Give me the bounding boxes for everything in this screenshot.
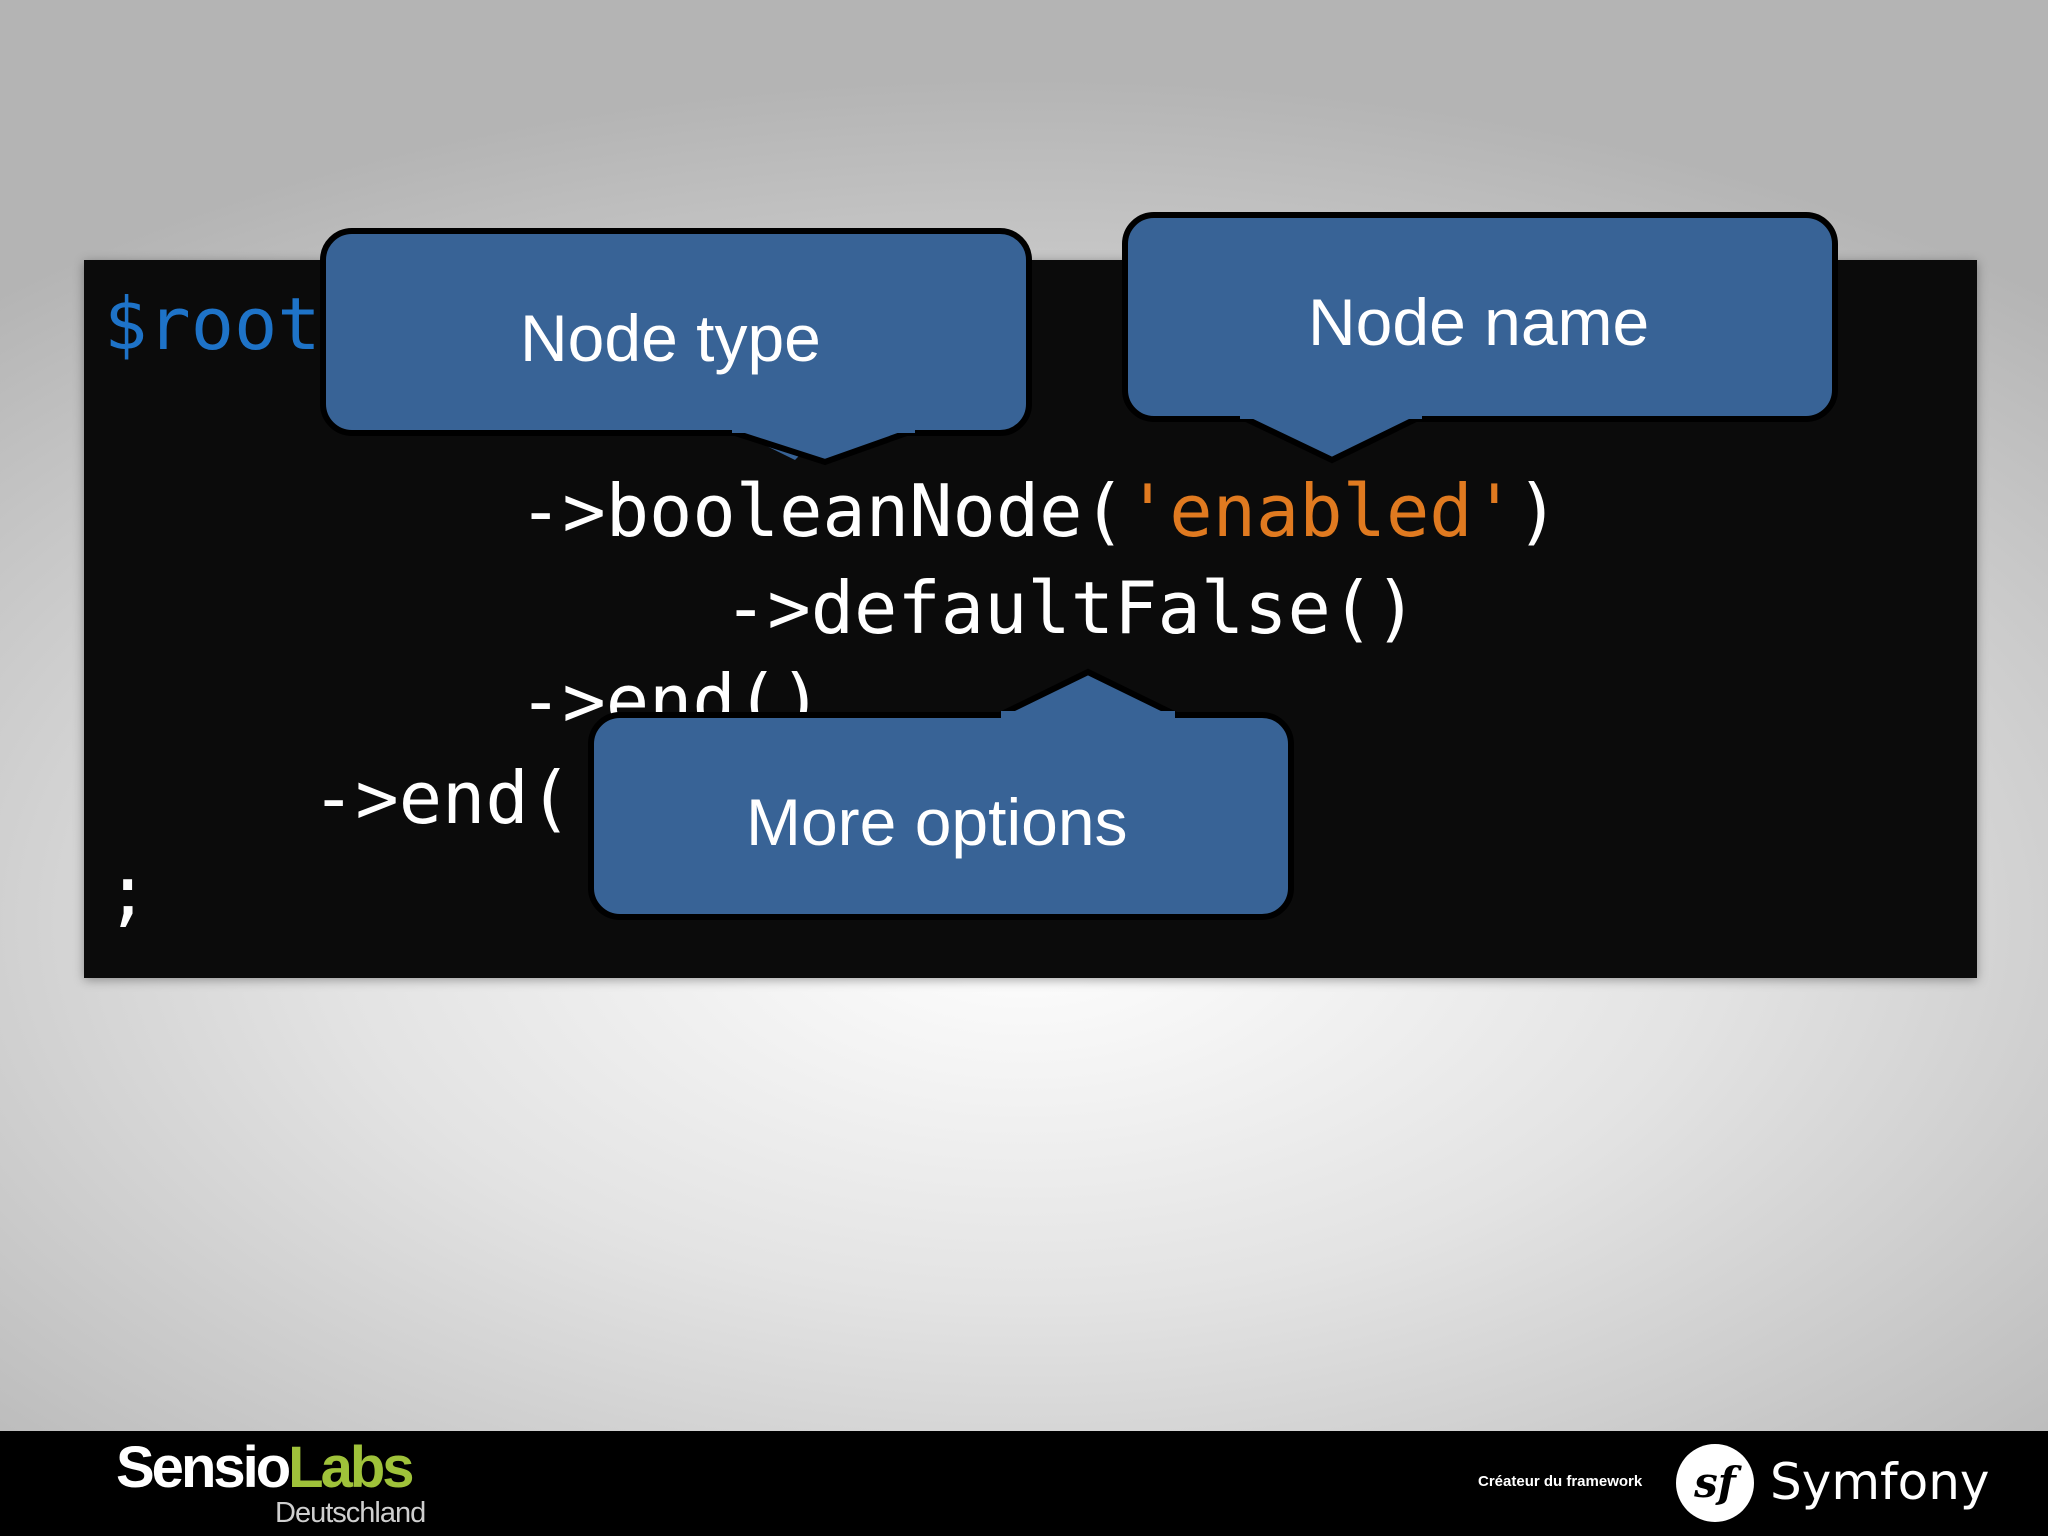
code-method: ->booleanNode(	[519, 469, 1126, 553]
logo-labs-text: Labs	[288, 1435, 414, 1500]
sensiolabs-logo: SensioLabs	[116, 1439, 415, 1497]
callout-label: Node name	[1308, 285, 1650, 359]
code-line-root: $root	[104, 288, 321, 360]
callout-box	[1122, 212, 1838, 422]
symfony-wordmark: Symfony	[1770, 1453, 1990, 1511]
logo-subtitle: Deutschland	[275, 1497, 426, 1529]
footer-bar: SensioLabs Deutschland Créateur du frame…	[0, 1431, 2048, 1536]
code-line-default-false: ->defaultFalse()	[724, 566, 1418, 650]
symfony-logo-icon: sf	[1676, 1444, 1754, 1522]
callout-label: Node type	[520, 301, 821, 375]
callout-node-name: Node name	[1122, 212, 1838, 464]
code-line-boolean-node: ->booleanNode('enabled')	[519, 475, 1559, 547]
code-line-end-outer: ->end(	[312, 756, 573, 840]
callout-box	[320, 228, 1032, 436]
logo-sensio-text: Sensio	[116, 1435, 291, 1500]
callout-pointer	[996, 668, 1180, 719]
callout-pointer	[1238, 410, 1424, 464]
callout-pointer-joint	[1001, 711, 1175, 720]
callout-box	[588, 712, 1294, 920]
callout-label: More options	[746, 785, 1128, 859]
code-line-semicolon: ;	[106, 850, 150, 934]
footer-tagline: Créateur du framework	[1478, 1473, 1643, 1490]
callout-node-type: Node type	[320, 228, 1032, 478]
code-string: 'enabled'	[1125, 469, 1517, 553]
callout-more-options: More options	[588, 668, 1294, 920]
code-variable: $root	[104, 282, 321, 366]
callout-pointer	[731, 424, 917, 466]
code-paren: )	[1516, 469, 1560, 553]
sf-mark: sf	[1694, 1458, 1736, 1507]
